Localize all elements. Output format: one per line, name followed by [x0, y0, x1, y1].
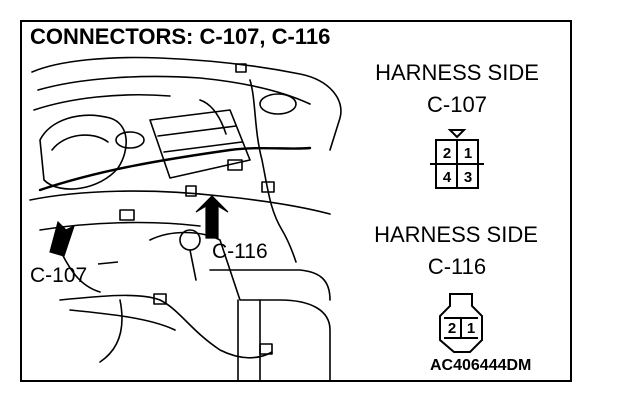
c107-callout-label: C-107 — [30, 264, 88, 287]
c107-connector-name: C-107 — [427, 92, 487, 117]
c116-harness-side-label: HARNESS SIDE — [374, 222, 538, 247]
c116-connector-name: C-116 — [427, 254, 487, 279]
c116-pin-1: 1 — [466, 320, 476, 337]
c107-pin-2: 2 — [442, 145, 452, 162]
c107-pin-3: 3 — [463, 169, 473, 186]
diagram-frame — [20, 20, 572, 382]
c107-pin-4: 4 — [442, 169, 452, 186]
c116-connector-body — [439, 293, 483, 353]
c116-callout-label: C-116 — [212, 240, 268, 263]
c116-pin-2: 2 — [447, 320, 457, 337]
diagram-title: CONNECTORS: C-107, C-116 — [30, 24, 331, 49]
figure-code: AC406444DM — [430, 357, 532, 374]
c107-harness-side-label: HARNESS SIDE — [375, 60, 539, 85]
c107-pin-1: 1 — [463, 145, 473, 162]
